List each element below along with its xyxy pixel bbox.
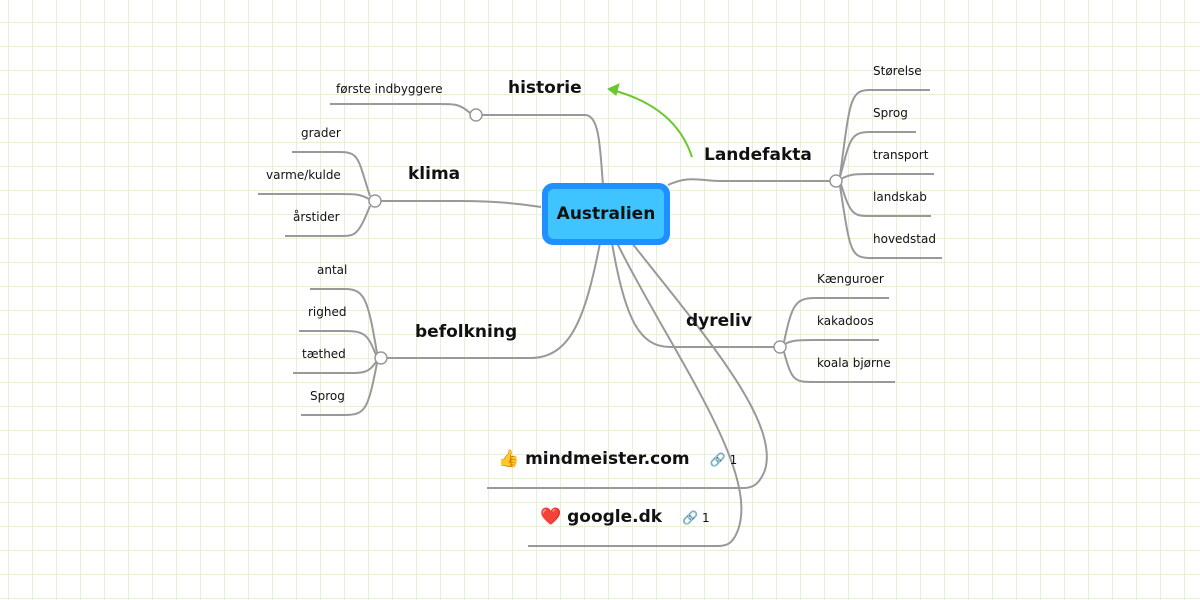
- connector-befolkning: [381, 242, 601, 359]
- leaf-node[interactable]: transport: [873, 148, 929, 162]
- connector-leaf: [840, 183, 931, 217]
- relation-arrow[interactable]: [611, 89, 693, 158]
- leaf-node[interactable]: tæthed: [302, 347, 346, 361]
- connector-leaf: [301, 362, 378, 416]
- connector-leaf: [285, 205, 371, 237]
- link-badge[interactable]: 🔗 1: [709, 453, 738, 468]
- leaf-node[interactable]: hovedstad: [873, 232, 936, 246]
- connector-leaf: [784, 339, 879, 345]
- arrow-head-icon: [607, 83, 620, 96]
- leaf-node[interactable]: Sprog: [310, 389, 345, 403]
- node-dyreliv[interactable]: dyreliv: [686, 311, 752, 331]
- collapse-toggle-befolkning[interactable]: [374, 351, 388, 365]
- leaf-node[interactable]: varme/kulde: [266, 168, 341, 182]
- connector-leaf: [839, 89, 930, 177]
- connector-leaf: [293, 361, 377, 374]
- node-label: mindmeister.com: [525, 449, 690, 469]
- connector-historie: [476, 114, 604, 186]
- node-mindmeister[interactable]: 👍 mindmeister.com 🔗 1: [498, 449, 737, 469]
- connector-leaf: [840, 173, 934, 180]
- connector-klima: [375, 200, 542, 208]
- collapse-toggle-landefakta[interactable]: [829, 174, 843, 188]
- leaf-node[interactable]: antal: [317, 263, 348, 277]
- node-label: google.dk: [567, 507, 663, 527]
- thumbs-up-icon: 👍: [498, 449, 520, 469]
- connector-leaf: [258, 193, 370, 200]
- leaf-node[interactable]: koala bjørne: [817, 356, 891, 370]
- leaf-node[interactable]: righed: [308, 305, 347, 319]
- connector-leaf: [839, 185, 942, 259]
- connector-leaf: [330, 103, 471, 114]
- leaf-node[interactable]: første indbyggere: [336, 82, 443, 96]
- connector-leaf: [839, 131, 916, 178]
- leaf-node[interactable]: kakadoos: [817, 314, 874, 328]
- root-node[interactable]: Australien: [542, 183, 670, 245]
- collapse-toggle-historie[interactable]: [469, 108, 483, 122]
- connector-google: [528, 242, 743, 547]
- link-count: 1: [729, 453, 738, 467]
- connector-leaf: [310, 288, 378, 354]
- connector-leaf: [783, 351, 895, 383]
- node-google[interactable]: ❤️ google.dk 🔗 1: [540, 507, 710, 527]
- leaf-node[interactable]: Kænguroer: [817, 272, 884, 286]
- connector-mindmeister: [487, 242, 768, 489]
- link-icon: 🔗: [682, 511, 699, 526]
- leaf-node[interactable]: grader: [301, 126, 341, 140]
- node-historie[interactable]: historie: [508, 78, 582, 98]
- collapse-toggle-klima[interactable]: [368, 194, 382, 208]
- link-count: 1: [702, 511, 710, 525]
- connector-landefakta: [667, 178, 836, 186]
- leaf-node[interactable]: Sprog: [873, 106, 908, 120]
- collapse-toggle-dyreliv[interactable]: [773, 340, 787, 354]
- leaf-node[interactable]: Størelse: [873, 64, 922, 78]
- connector-dyreliv: [611, 242, 780, 348]
- connector-leaf: [299, 330, 377, 356]
- node-landefakta[interactable]: Landefakta: [704, 145, 812, 165]
- connector-leaf: [292, 151, 371, 197]
- leaf-node[interactable]: landskab: [873, 190, 927, 204]
- node-befolkning[interactable]: befolkning: [415, 322, 518, 342]
- root-label: Australien: [548, 189, 664, 239]
- heart-icon: ❤️: [540, 507, 562, 527]
- leaf-node[interactable]: årstider: [293, 210, 340, 224]
- link-icon: 🔗: [709, 453, 726, 468]
- connector-leaf: [783, 297, 889, 343]
- node-klima[interactable]: klima: [408, 164, 461, 184]
- link-badge[interactable]: 🔗 1: [682, 511, 710, 526]
